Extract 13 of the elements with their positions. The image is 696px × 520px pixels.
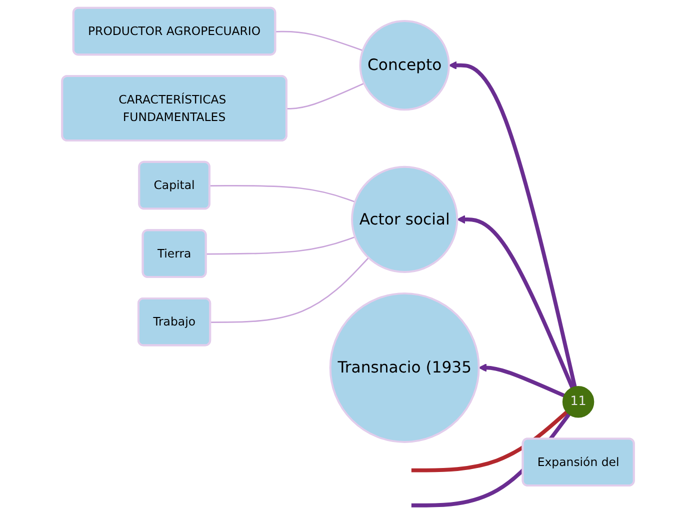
connector	[206, 236, 356, 255]
node-circle: 11	[562, 386, 594, 418]
arrow	[478, 363, 565, 398]
connector	[286, 82, 364, 110]
node-circle: Transnacio (1935	[329, 292, 480, 443]
arrow	[456, 215, 574, 388]
connector	[210, 257, 370, 323]
connector	[411, 410, 568, 472]
arrow	[448, 61, 577, 388]
connector	[210, 184, 356, 202]
connector	[276, 30, 363, 52]
node-circle: Concepto	[359, 20, 450, 111]
node-circle: Actor social	[351, 166, 458, 273]
